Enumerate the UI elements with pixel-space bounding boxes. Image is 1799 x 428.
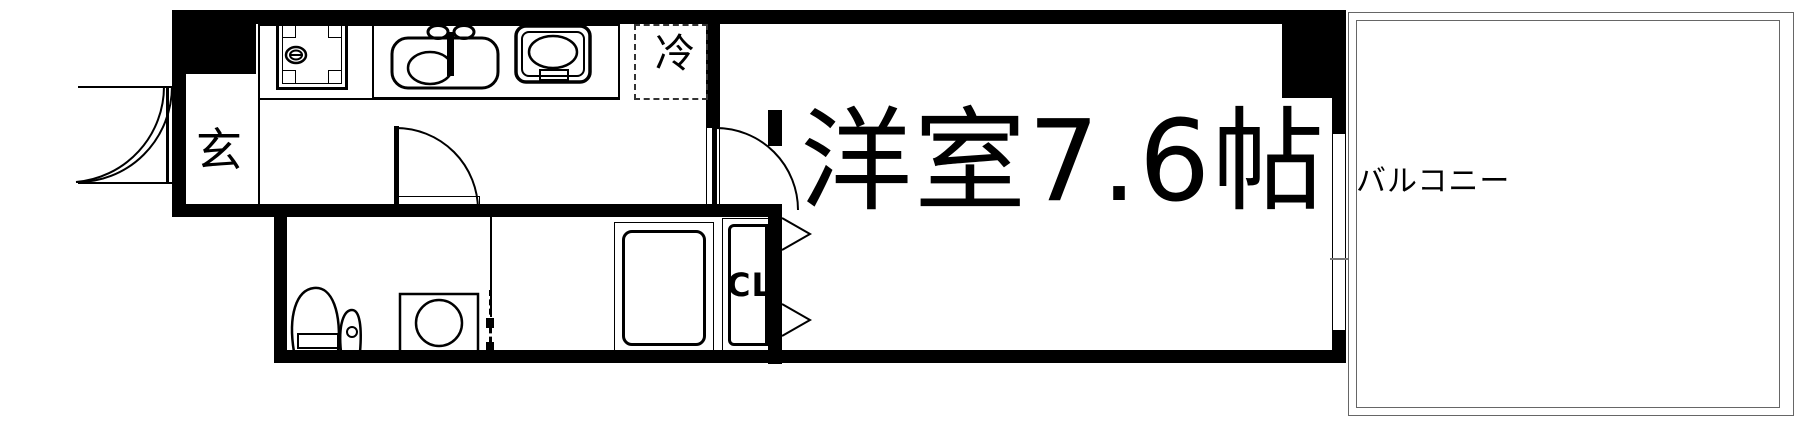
closet-door-panel: [728, 224, 768, 346]
hall-door-leaf: [394, 126, 399, 210]
balcony-sliding-window: [1332, 132, 1346, 332]
entrance-threshold: [78, 86, 174, 88]
bathtub-enclosure: [614, 222, 714, 352]
hall-door-arc: [395, 127, 479, 211]
washer-pan-corner-br: [328, 70, 342, 84]
genkan-label: 玄: [196, 123, 242, 177]
bath-partition-upper: [490, 217, 492, 317]
wall-room-right-lower: [1332, 330, 1346, 363]
washer-pan-corner-tl: [282, 24, 296, 38]
gas-stove-icon: [514, 24, 592, 84]
wall-block-room-corner: [1282, 10, 1346, 98]
room-door-arc: [715, 127, 799, 211]
wall-room-left-upper: [768, 110, 782, 146]
kitchen-sink-icon: [390, 24, 500, 90]
wall-bath-left: [274, 216, 287, 362]
wash-basin-icon: [398, 292, 480, 354]
western-room-label: 洋室7.6帖: [800, 97, 1327, 227]
washer-pan-inner: [282, 24, 342, 84]
hall-door-threshold: [394, 196, 480, 208]
room-door-leaf: [712, 126, 717, 210]
entrance-jamb: [166, 86, 169, 184]
closet-outline: [722, 218, 770, 352]
genkan-step-line: [258, 24, 260, 204]
wall-mid-horizontal: [172, 204, 720, 217]
wall-left-genkan: [172, 60, 186, 216]
kitchen-counter-divider: [372, 24, 374, 100]
washer-pan-corner-bl: [282, 70, 296, 84]
wall-corridor-room-lower: [768, 204, 782, 364]
kitchen-counter-front-edge: [374, 97, 620, 100]
wall-top-room: [716, 10, 1346, 24]
bathtub-basin: [622, 230, 706, 346]
room-door-threshold: [706, 126, 720, 210]
washer-pan-outer: [276, 18, 348, 90]
closet-label: CL: [727, 266, 773, 304]
balcony-label: バルコニー: [1356, 164, 1511, 199]
toilet-icon: [290, 286, 363, 357]
balcony-window-rail: [1330, 258, 1348, 260]
bath-partition-stub-bottom: [486, 342, 494, 352]
entrance-door-arc: [75, 85, 173, 184]
washer-drain-icon: [284, 45, 308, 65]
closet-folding-door-bottom: [781, 303, 813, 337]
wall-mid-horizontal-right: [716, 204, 782, 217]
refrigerator-label: 冷: [655, 31, 695, 77]
refrigerator-space-dashed: [634, 24, 708, 100]
balcony-inner-frame: [1356, 20, 1780, 408]
wall-corridor-room: [706, 10, 720, 128]
wall-room-right: [1332, 88, 1346, 134]
wall-room-bottom: [768, 350, 1346, 363]
wall-block-entrance: [172, 10, 256, 74]
balcony-outer-frame: [1348, 12, 1794, 416]
closet-folding-door-top: [781, 217, 813, 251]
entrance-threshold-lower: [78, 182, 174, 184]
washer-pan-corner-tr: [328, 24, 342, 38]
bath-partition-dashed: [489, 290, 492, 352]
